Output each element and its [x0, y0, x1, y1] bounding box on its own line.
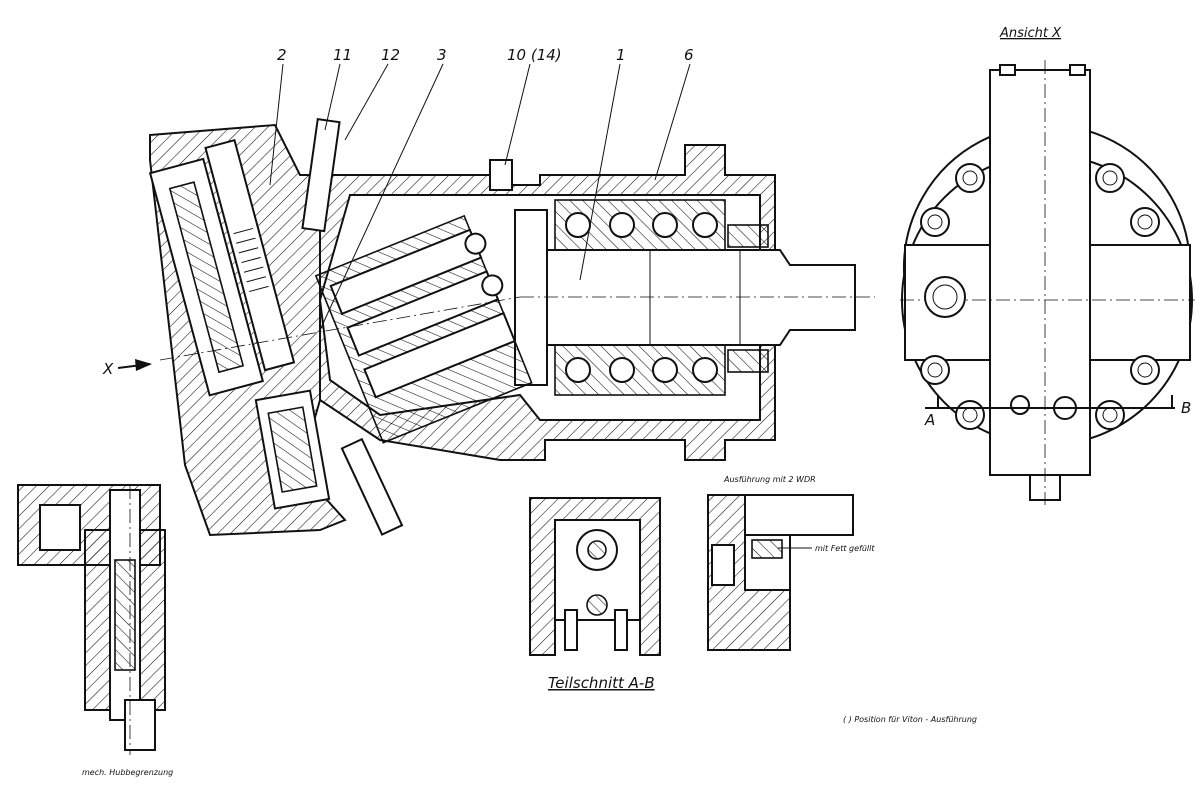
- part-label-2: 2: [277, 46, 287, 64]
- note-hubbegrenzung: mech. Hubbegrenzung: [82, 768, 173, 777]
- view-x-label: X: [102, 360, 114, 378]
- screw-12: [301, 118, 341, 233]
- part-label-10: 10 (14): [507, 46, 562, 64]
- section-label-b: B: [1181, 399, 1191, 417]
- main-section-view: [117, 63, 875, 537]
- end-view-ansicht-x: [900, 60, 1195, 505]
- note-viton-position: ( ) Position für Viton - Ausführung: [843, 715, 977, 724]
- partial-section-a-b: [529, 497, 661, 656]
- double-seal-detail: [707, 494, 854, 651]
- teilschnitt-a-b-title: Teilschnitt A-B: [548, 674, 655, 692]
- stroke-limiter-view: [17, 484, 166, 755]
- plug-10: [489, 159, 513, 191]
- note-mit-fett-gefuellt: mit Fett gefüllt: [815, 544, 875, 553]
- part-label-3: 3: [437, 46, 447, 64]
- ansicht-x-title: Ansicht X: [999, 26, 1062, 41]
- section-label-a: A: [924, 411, 935, 429]
- part-label-6: 6: [684, 46, 694, 64]
- part-label-1: 1: [616, 46, 626, 64]
- note-ausfuehrung-2-wdr: Ausführung mit 2 WDR: [723, 475, 816, 484]
- cylinder-block: [314, 214, 533, 444]
- drive-shaft: [519, 249, 856, 346]
- part-label-12: 12: [381, 46, 400, 64]
- part-label-11: 11: [333, 46, 352, 64]
- bearings: [554, 199, 726, 396]
